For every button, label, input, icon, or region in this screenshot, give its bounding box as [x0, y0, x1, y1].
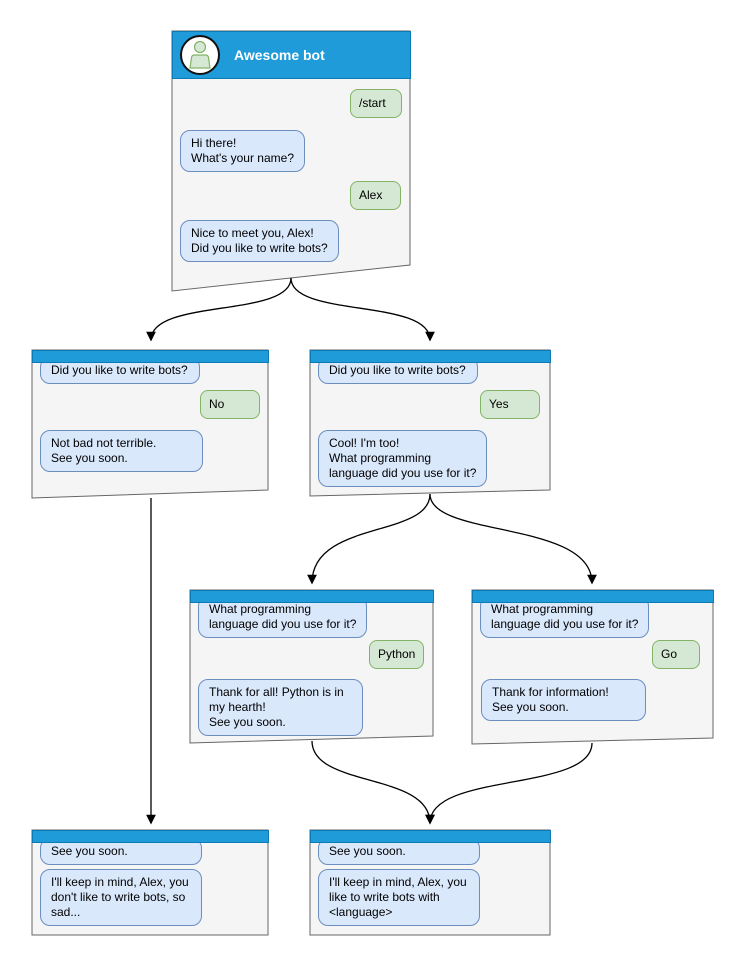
bot-message-bubble: Cool! I'm too! What programming language… — [318, 430, 488, 487]
chat-header-end-yes — [310, 830, 551, 843]
bot-message-bubble: Thank for all! Python is in my hearth! S… — [198, 679, 363, 736]
chat-header-python-branch — [190, 590, 434, 603]
edge-awesome-bot-to-yes-branch — [290, 277, 435, 342]
bot-message-bubble: Not bad not terrible. See you soon. — [40, 430, 203, 472]
bot-message-bubble: Nice to meet you, Alex! Did you like to … — [180, 220, 339, 262]
chat-header-go-branch — [472, 590, 714, 603]
edge-yes-branch-to-go-branch — [429, 493, 597, 585]
user-message-bubble: Go — [652, 640, 700, 669]
bot-message-bubble: Hi there! What's your name? — [180, 130, 306, 172]
bot-message-bubble: I'll keep in mind, Alex, you like to wri… — [318, 869, 480, 926]
chat-header-no-branch — [32, 350, 269, 363]
user-message-bubble: Alex — [350, 181, 401, 210]
chat-header-awesome-bot: Awesome bot — [172, 31, 411, 79]
edge-yes-branch-to-python-branch — [307, 493, 431, 585]
bot-message-bubble: I'll keep in mind, Alex, you don't like … — [40, 869, 202, 926]
chat-header-yes-branch — [310, 350, 551, 363]
person-icon — [189, 40, 211, 69]
edge-python-branch-to-end-yes — [311, 740, 435, 825]
bot-message-bubble: Thank for information! See you soon. — [481, 679, 646, 721]
avatar — [180, 35, 220, 75]
user-message-bubble: /start — [350, 89, 402, 118]
user-message-bubble: Python — [369, 640, 424, 669]
edge-go-branch-to-end-yes — [425, 742, 593, 825]
chat-title: Awesome bot — [234, 47, 325, 63]
bot-message-bubble: What programming language did you use fo… — [198, 596, 368, 638]
user-message-bubble: Yes — [480, 390, 540, 419]
user-message-bubble: No — [200, 390, 260, 419]
edge-awesome-bot-to-no-branch — [146, 277, 292, 342]
chat-header-end-no — [32, 830, 269, 843]
